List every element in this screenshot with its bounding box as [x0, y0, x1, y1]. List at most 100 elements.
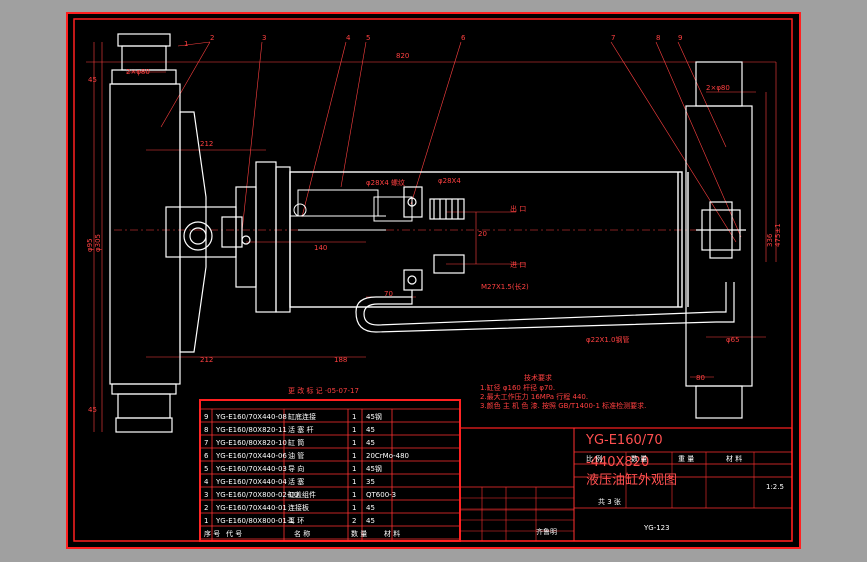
parts-footer-cell: 数 量 — [351, 529, 367, 538]
pipe-label-4: φ22X1.0钢管 — [586, 335, 629, 344]
parts-cell-no: 4 — [204, 478, 209, 486]
drawing-title-2: -440X820 — [586, 455, 649, 470]
parts-footer-cell: 名 称 — [294, 529, 310, 538]
dimension-lines — [86, 42, 777, 432]
parts-cell-no: 5 — [204, 465, 208, 473]
title-header-cell: 重 量 — [678, 455, 694, 463]
balloon-8: 8 — [656, 34, 660, 42]
pipe-label-3: M27X1.5(长2) — [481, 282, 529, 291]
dim-left-45-bot: 45 — [88, 406, 97, 414]
parts-cell-no: 3 — [204, 491, 208, 499]
title-block-frame — [459, 427, 793, 542]
balloon-6: 6 — [461, 34, 466, 42]
parts-cell-name: 连接板 — [288, 503, 309, 512]
parts-cell-qty: 1 — [352, 413, 356, 421]
tech-req-line-1: 1.缸径 φ160 杆径 φ70. — [480, 383, 555, 392]
outer-border — [66, 12, 801, 549]
piston-rod-assembly — [290, 189, 413, 231]
pipe-label-1: φ28X4 螺纹 — [366, 178, 405, 187]
dim-212-bot: 212 — [200, 356, 213, 364]
parts-cell-material: 45 — [366, 426, 375, 434]
parts-cell-name: 导 向 — [288, 464, 304, 473]
dim-right-2x80: 2×φ80 — [706, 84, 730, 92]
cylinder-head — [221, 161, 291, 313]
parts-footer-cell: 材 料 — [384, 529, 400, 538]
parts-cell-no: 1 — [204, 517, 208, 525]
school-name: 齐鲁明 — [536, 527, 557, 536]
parts-cell-no: 2 — [204, 504, 208, 512]
connecting-plate — [165, 111, 237, 353]
parts-cell-name: 活 塞 杆 — [288, 425, 313, 434]
parts-cell-code: YG-E160/80X820-11 — [215, 426, 287, 434]
parts-cell-no: 6 — [204, 452, 209, 460]
parts-cell-material: 45钢 — [366, 412, 382, 421]
parts-cell-code: YG-E160/70X440-01 — [215, 504, 287, 512]
parts-cell-name: 活 塞 — [288, 477, 304, 486]
parts-cell-material: 20CrMo-480 — [366, 452, 409, 460]
dim-right-336: 336 — [766, 233, 774, 247]
dim-left-45-top: 45 — [88, 76, 97, 84]
parts-cell-code: YG-E160/70X440-08 — [215, 413, 287, 421]
pipe-label-2: φ28X4 — [438, 177, 461, 185]
parts-cell-name: 缸盖组件 — [288, 490, 316, 499]
port-label-in: 进 口 — [510, 261, 526, 269]
balloon-9: 9 — [678, 34, 682, 42]
parts-cell-code: YG-E160/80X820-10 — [215, 439, 287, 447]
oil-pipe — [355, 186, 735, 333]
tech-req-heading: 技术要求 — [524, 373, 552, 382]
port-label-out: 出 口 — [510, 204, 526, 213]
scale-value: 1:2.5 — [766, 483, 784, 491]
parts-cell-no: 7 — [204, 439, 208, 447]
balloon-3: 3 — [262, 34, 266, 42]
title-header-cell: 材 料 — [726, 454, 742, 463]
parts-cell-qty: 2 — [352, 517, 356, 525]
parts-cell-material: 35 — [366, 478, 375, 486]
parts-footer-cell: 序 号 — [204, 529, 220, 538]
balloon-1: 1 — [184, 40, 188, 48]
parts-cell-material: 45 — [366, 504, 375, 512]
leader-lines — [160, 41, 742, 243]
title-header-cell: 数 量 — [631, 454, 647, 463]
parts-cell-material: 45 — [366, 439, 375, 447]
dimension-text: 820 2×φ80 2×φ80 212 212 140 188 70 20 φ6… — [86, 52, 782, 414]
dim-right-475: 475±1 — [774, 223, 782, 247]
parts-cell-no: 9 — [204, 413, 208, 421]
parts-cell-name: 耳 环 — [288, 517, 304, 525]
left-ear-mount — [109, 33, 181, 433]
cylinder-barrel — [289, 171, 689, 308]
dim-140: 140 — [314, 244, 327, 252]
parts-footer-cell: 代 号 — [226, 529, 242, 538]
parts-cell-name: 油 管 — [288, 451, 304, 460]
title-header-cell: 比 例 — [586, 454, 602, 463]
parts-cell-code: YG-E160/70X440-06 — [215, 452, 287, 460]
balloon-2: 2 — [210, 34, 214, 42]
right-ear-mount — [685, 61, 753, 419]
tech-req-line-3: 3.颜色 主 机 色 漆. 按照 GB/T1400-1 标准检测要求. — [480, 401, 646, 410]
parts-cell-material: 45 — [366, 517, 375, 525]
parts-cell-qty: 1 — [352, 478, 356, 486]
balloon-7: 7 — [611, 34, 615, 42]
parts-cell-qty: 1 — [352, 465, 356, 473]
drawing-title-1: YG-E160/70 — [585, 433, 663, 448]
tech-req-line-2: 2.最大工作压力 16MPa 行程 440. — [480, 392, 588, 401]
dim-212-top: 212 — [200, 140, 213, 148]
dim-top-2x80: 2×φ80 — [126, 68, 150, 76]
parts-cell-qty: 1 — [352, 426, 356, 434]
parts-cell-name: 缸 筒 — [288, 438, 304, 447]
parts-cell-material: 45钢 — [366, 464, 382, 473]
revision-note: 更 改 标 记 ·05-07-17 — [288, 386, 359, 395]
technical-requirements: 技术要求 1.缸径 φ160 杆径 φ70. 2.最大工作压力 16MPa 行程… — [480, 373, 646, 410]
dim-left-phi-b: φ305 — [94, 234, 102, 252]
